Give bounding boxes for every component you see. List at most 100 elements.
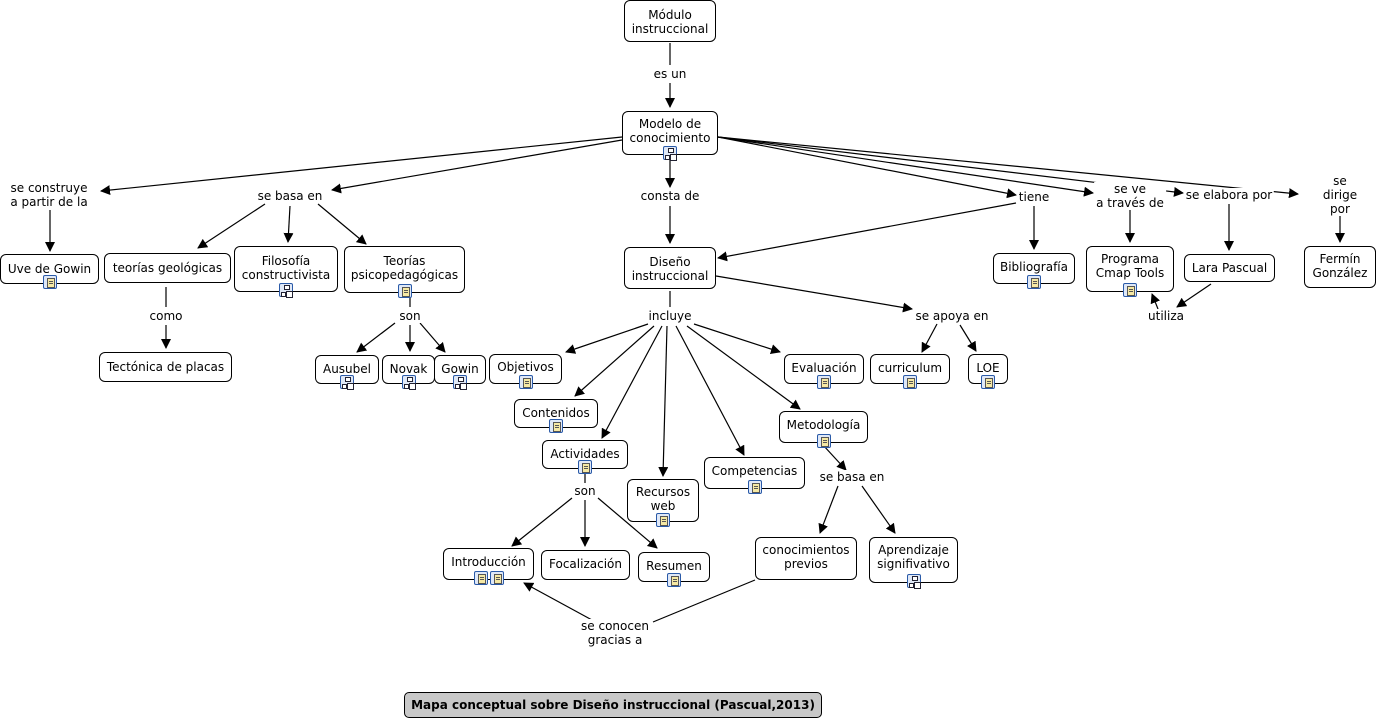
doc-icon[interactable] bbox=[489, 571, 504, 585]
concept-label: Ausubel bbox=[322, 362, 371, 376]
concept-label: Filosofía constructivista bbox=[241, 254, 331, 282]
cmap-icon[interactable] bbox=[279, 283, 293, 297]
concept-label: Resumen bbox=[646, 559, 702, 573]
resource-icons bbox=[870, 574, 957, 588]
concept-metodologia[interactable]: Metodología bbox=[779, 411, 868, 448]
concept-label: Diseño instruccional bbox=[631, 255, 709, 283]
doc-icon[interactable] bbox=[656, 513, 670, 527]
doc-icon[interactable] bbox=[578, 460, 592, 474]
resource-icons bbox=[1, 275, 98, 289]
concept-label: LOE bbox=[976, 361, 1000, 375]
concept-diseno-instruccional[interactable]: Diseño instruccional bbox=[624, 247, 716, 289]
concept-label: Tectónica de placas bbox=[106, 360, 225, 374]
concept-label: Gowin bbox=[441, 362, 479, 376]
doc-icon[interactable] bbox=[816, 434, 831, 448]
concept-curriculum[interactable]: curriculum bbox=[870, 354, 950, 389]
connection-line bbox=[331, 139, 623, 194]
resource-icons bbox=[435, 375, 485, 389]
connection-line bbox=[959, 324, 977, 352]
concept-objetivos[interactable]: Objetivos bbox=[489, 354, 562, 389]
concept-resumen[interactable]: Resumen bbox=[638, 552, 710, 587]
concept-programa-cmap-tools[interactable]: Programa Cmap Tools bbox=[1086, 246, 1174, 297]
connection-line bbox=[565, 323, 649, 354]
concept-label: Aprendizaje signifivativo bbox=[877, 543, 950, 571]
doc-icon[interactable] bbox=[981, 375, 995, 389]
concept-label: Programa Cmap Tools bbox=[1095, 252, 1165, 280]
doc-icon[interactable] bbox=[817, 375, 831, 389]
doc-icon[interactable] bbox=[667, 573, 681, 587]
concept-label: Introducción bbox=[451, 555, 526, 569]
concept-actividades[interactable]: Actividades bbox=[542, 440, 628, 474]
concept-competencias[interactable]: Competencias bbox=[704, 457, 805, 494]
resource-icons bbox=[785, 375, 863, 389]
link-se-construye: se construye a partir de la bbox=[8, 181, 90, 209]
resource-icons bbox=[383, 375, 434, 389]
concept-focalizacion[interactable]: Focalización bbox=[541, 550, 630, 580]
concept-lara-pascual[interactable]: Lara Pascual bbox=[1184, 254, 1275, 282]
concept-novak[interactable]: Novak bbox=[382, 355, 435, 389]
concept-tectonica-de-placas[interactable]: Tectónica de placas bbox=[99, 352, 232, 382]
cmap-icon[interactable] bbox=[340, 375, 354, 389]
concept-evaluacion[interactable]: Evaluación bbox=[784, 354, 864, 389]
doc-icon[interactable] bbox=[549, 419, 563, 433]
connection-line bbox=[100, 136, 623, 196]
connection-line bbox=[717, 202, 1017, 262]
resource-icons bbox=[969, 375, 1007, 389]
link-se-ve: se ve a través de bbox=[1094, 182, 1166, 210]
concept-modelo-de-conocimiento[interactable]: Modelo de conocimiento bbox=[622, 111, 718, 160]
concept-label: Novak bbox=[389, 362, 428, 376]
concept-teorias-psicopedagogicas[interactable]: Teorías psicopedagógicas bbox=[344, 246, 465, 298]
concept-label: Recursos web bbox=[635, 485, 691, 513]
connection-line bbox=[574, 325, 655, 397]
connection-line bbox=[715, 275, 913, 313]
concept-gowin[interactable]: Gowin bbox=[434, 355, 486, 389]
connection-line bbox=[197, 203, 266, 249]
concept-conocimientos-previos[interactable]: conocimientos previos bbox=[755, 537, 857, 580]
concept-ausubel[interactable]: Ausubel bbox=[315, 355, 379, 389]
concept-fermin-gonzalez[interactable]: Fermín González bbox=[1304, 246, 1376, 288]
concept-label: Actividades bbox=[550, 447, 620, 461]
cmap-icon[interactable] bbox=[401, 375, 416, 389]
connection-line bbox=[652, 579, 756, 623]
concept-uve-de-gowin[interactable]: Uve de Gowin bbox=[0, 254, 99, 289]
concept-label: Objetivos bbox=[497, 360, 554, 374]
concept-label: Uve de Gowin bbox=[7, 262, 92, 276]
concept-label: Módulo instruccional bbox=[631, 8, 709, 36]
concept-filosofia-constructivista[interactable]: Filosofía constructivista bbox=[234, 246, 338, 297]
concept-recursos-web[interactable]: Recursos web bbox=[627, 479, 699, 527]
doc-icon[interactable] bbox=[473, 571, 488, 585]
link-se-basa-en-metodologia: se basa en bbox=[817, 470, 887, 484]
doc-icon[interactable] bbox=[747, 480, 762, 494]
connection-lines bbox=[45, 43, 1345, 623]
link-consta-de: consta de bbox=[638, 189, 702, 203]
doc-icon[interactable] bbox=[518, 375, 533, 389]
connection-line bbox=[717, 136, 1299, 199]
cmap-icon[interactable] bbox=[906, 574, 921, 588]
concept-introduccion[interactable]: Introducción bbox=[443, 548, 534, 585]
concept-loe[interactable]: LOE bbox=[968, 354, 1008, 389]
resource-icons bbox=[705, 480, 804, 494]
doc-icon[interactable] bbox=[397, 284, 412, 298]
link-es-un: es un bbox=[651, 67, 689, 81]
resource-icons bbox=[490, 375, 561, 389]
concept-label: Focalización bbox=[549, 557, 622, 571]
concept-contenidos[interactable]: Contenidos bbox=[514, 399, 598, 433]
concept-modulo-instruccional[interactable]: Módulo instruccional bbox=[624, 0, 716, 42]
resource-icons bbox=[515, 419, 597, 433]
connection-line bbox=[861, 485, 896, 534]
concept-bibliografia[interactable]: Bibliografía bbox=[993, 253, 1075, 289]
concept-label: Contenidos bbox=[522, 406, 590, 420]
resource-icons bbox=[444, 571, 533, 585]
concept-aprendizaje-significativo[interactable]: Aprendizaje signifivativo bbox=[869, 537, 958, 588]
cmap-icon[interactable] bbox=[453, 375, 467, 389]
concept-teorias-geologicas[interactable]: teorías geológicas bbox=[104, 253, 231, 283]
concept-label: Lara Pascual bbox=[1191, 261, 1268, 275]
resource-icons bbox=[628, 513, 698, 527]
cmap-icon[interactable] bbox=[663, 146, 677, 160]
concept-label: curriculum bbox=[877, 361, 943, 375]
link-se-conocen: se conocen gracias a bbox=[579, 619, 651, 647]
doc-icon[interactable] bbox=[1123, 283, 1137, 297]
doc-icon[interactable] bbox=[1027, 275, 1041, 289]
doc-icon[interactable] bbox=[42, 275, 57, 289]
doc-icon[interactable] bbox=[903, 375, 917, 389]
